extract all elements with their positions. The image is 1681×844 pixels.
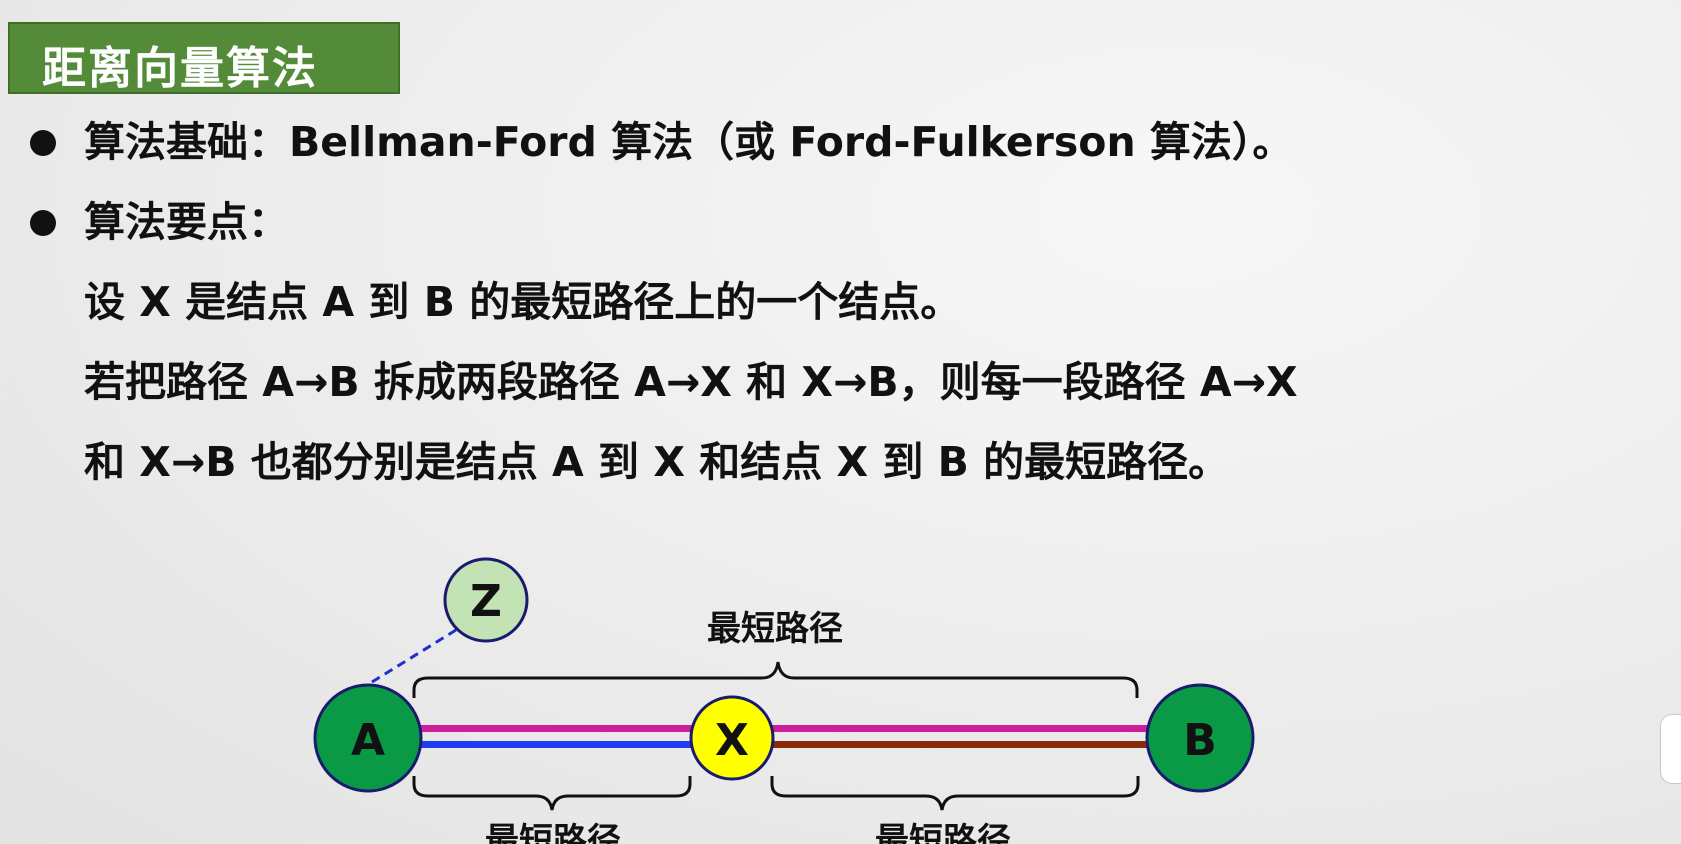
body-line-2: 若把路径 A→B 拆成两段路径 A→X 和 X→B，则每一段路径 A→X (84, 358, 1298, 406)
bullet-algorithm-key-points: 算法要点： (84, 198, 289, 246)
bottom-left-brace-label: 最短路径 (485, 821, 621, 844)
node-x: X (689, 695, 775, 781)
top-brace (412, 661, 1139, 698)
node-a-label: A (351, 715, 385, 766)
path-a-x-blue (418, 741, 696, 748)
path-x-b-magenta (770, 725, 1150, 732)
top-brace-label: 最短路径 (707, 609, 843, 649)
bullet-algorithm-basis: 算法基础：Bellman-Ford 算法（或 Ford-Fulkerson 算法… (84, 118, 1294, 166)
bottom-left-brace (412, 776, 692, 811)
bottom-right-brace-label: 最短路径 (875, 821, 1011, 844)
path-x-b-brown (770, 741, 1150, 748)
node-x-label: X (715, 715, 749, 766)
node-a: A (313, 683, 423, 793)
body-line-3: 和 X→B 也都分别是结点 A 到 X 和结点 X 到 B 的最短路径。 (84, 438, 1230, 486)
node-b: B (1145, 683, 1255, 793)
slide-title: 距离向量算法 (42, 43, 318, 94)
dashed-link-z-a (371, 628, 457, 684)
bullet-dot-1 (30, 130, 56, 156)
node-b-label: B (1183, 715, 1217, 766)
node-z-label: Z (470, 576, 502, 627)
bullet-dot-2 (30, 210, 56, 236)
side-scroll-handle[interactable] (1660, 714, 1681, 784)
path-a-x-magenta (418, 725, 696, 732)
body-line-1: 设 X 是结点 A 到 B 的最短路径上的一个结点。 (84, 278, 962, 326)
bottom-right-brace (770, 776, 1140, 811)
node-z: Z (443, 557, 529, 643)
slide-title-box: 距离向量算法 (8, 22, 400, 94)
